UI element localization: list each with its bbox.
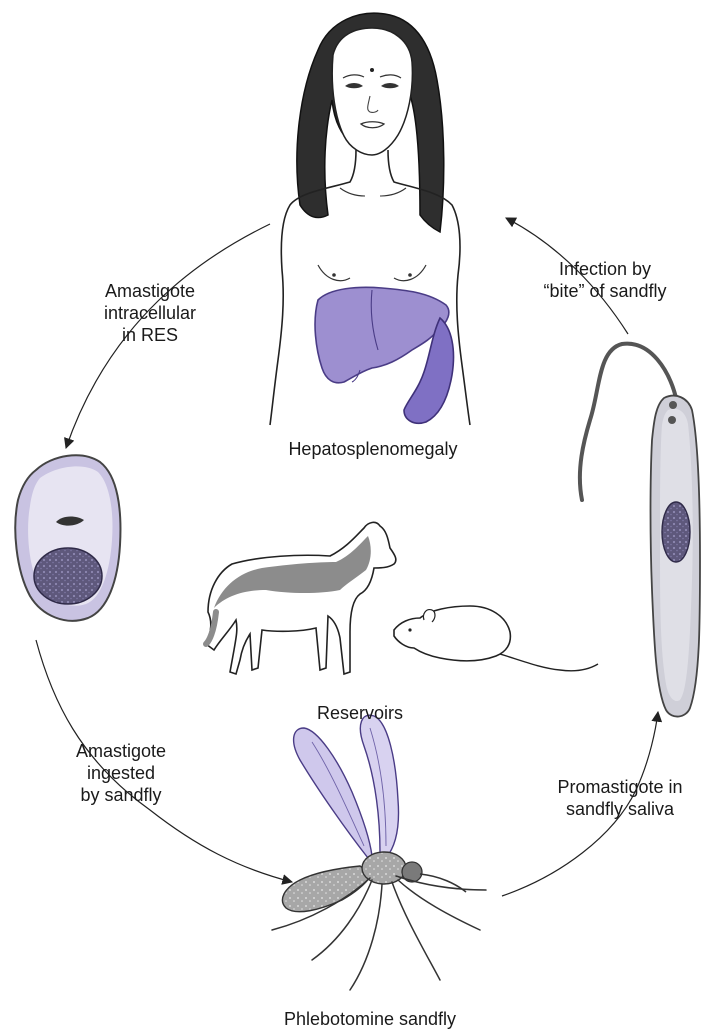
- amastigote-res-line-2: intracellular: [80, 302, 220, 324]
- amastigote-cell: [15, 455, 120, 620]
- human-figure: [270, 13, 470, 425]
- label-amastigote-intracellular: Amastigote intracellular in RES: [80, 280, 220, 346]
- label-promastigote-saliva: Promastigote in sandfly saliva: [540, 776, 700, 820]
- promastigote-line-1: Promastigote in: [540, 776, 700, 798]
- promastigote-nucleus: [662, 502, 690, 562]
- infection-line-1: Infection by: [525, 258, 685, 280]
- label-infection-by-bite: Infection by “bite” of sandfly: [525, 258, 685, 302]
- amastigote-ingested-line-1: Amastigote: [56, 740, 186, 762]
- hepatosplenomegaly-text: Hepatosplenomegaly: [268, 438, 478, 460]
- label-amastigote-ingested: Amastigote ingested by sandfly: [56, 740, 186, 806]
- label-hepatosplenomegaly: Hepatosplenomegaly: [268, 438, 478, 460]
- mouth: [361, 122, 384, 128]
- basal-body: [669, 401, 677, 409]
- label-phlebotomine-sandfly: Phlebotomine sandfly: [270, 1008, 470, 1030]
- amastigote-res-line-1: Amastigote: [80, 280, 220, 302]
- amastigote-res-line-3: in RES: [80, 324, 220, 346]
- amastigote-nucleus: [34, 548, 102, 604]
- reservoirs-text: Reservoirs: [300, 702, 420, 724]
- sandfly-abdomen: [282, 866, 372, 912]
- promastigote-line-2: sandfly saliva: [540, 798, 700, 820]
- bindi: [370, 68, 374, 72]
- promastigote: [580, 344, 700, 717]
- phlebotomine-sandfly: [272, 715, 486, 990]
- infection-line-2: “bite” of sandfly: [525, 280, 685, 302]
- face: [332, 28, 412, 155]
- dog-reservoir: [206, 522, 396, 674]
- amastigote-ingested-line-2: ingested: [56, 762, 186, 784]
- amastigote-ingested-line-3: by sandfly: [56, 784, 186, 806]
- rat-reservoir: [394, 606, 598, 671]
- phlebotomine-sandfly-text: Phlebotomine sandfly: [270, 1008, 470, 1030]
- label-reservoirs: Reservoirs: [300, 702, 420, 724]
